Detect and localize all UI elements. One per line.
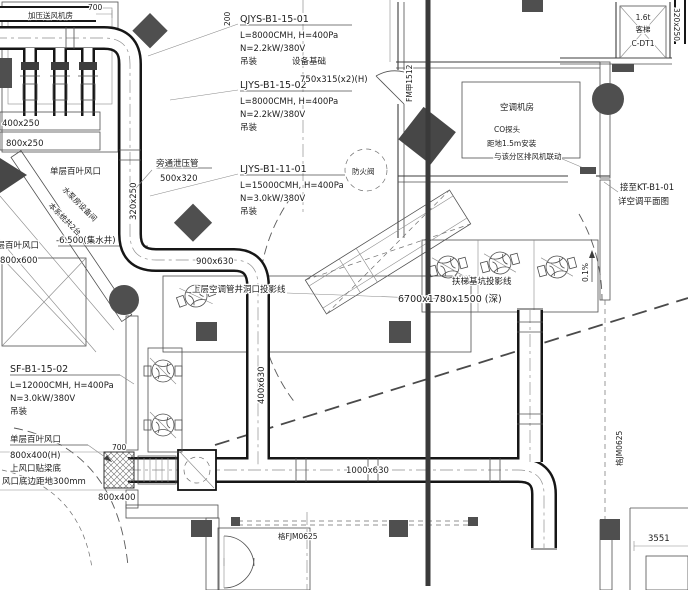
fan-power-ljys1: N=3.0kW/380V bbox=[240, 194, 305, 204]
grille-size-800x400h: 800x400(H) bbox=[10, 451, 61, 461]
co-install-note: 距地1.5m安装 bbox=[487, 138, 537, 148]
fan-symbol bbox=[173, 276, 219, 316]
fan-flow-ljys1: L=15000CMH, H=400Pa bbox=[240, 181, 344, 191]
stair-room bbox=[217, 512, 311, 590]
fan-box bbox=[177, 449, 217, 491]
room-label-fan-room: 加压送风机房 bbox=[28, 10, 73, 20]
co-interlock-note: 与该分区排风机联动 bbox=[494, 151, 562, 161]
co-sensor-device bbox=[580, 167, 596, 174]
duct-size-800x400: 800x400 bbox=[98, 493, 135, 503]
fire-damper-tag: 防火阀 bbox=[352, 166, 375, 176]
elevator-code: C-DT1 bbox=[631, 39, 654, 48]
fan-symbol bbox=[143, 411, 183, 439]
slope-label: 0.1% bbox=[581, 263, 590, 282]
bypass-duct-size: 500x320 bbox=[160, 174, 197, 184]
projection-lines bbox=[214, 195, 688, 446]
fan-tag-ljys2: LJYS-B1-15-02 bbox=[240, 80, 307, 91]
leader-lines bbox=[10, 23, 619, 463]
dim-700-left: 700 bbox=[112, 443, 127, 452]
duct-size-900x630: 900x630 bbox=[196, 257, 233, 267]
shaft-opening-note: 上层空调管井洞口投影线 bbox=[192, 284, 286, 295]
louver-label-a: 单层百叶风口 bbox=[50, 166, 101, 177]
elevator-name: 客梯 bbox=[636, 24, 651, 34]
ductwork bbox=[0, 6, 557, 550]
fan-power-sf: N=3.0kW/380V bbox=[10, 394, 75, 404]
grille-size-800x600: 800x600 bbox=[0, 256, 37, 266]
louver-grille bbox=[103, 451, 135, 489]
fan-symbol bbox=[477, 245, 523, 281]
dim-200-top: 200 bbox=[223, 11, 232, 26]
room-label-ac: 空调机房 bbox=[500, 102, 534, 113]
ac-machine-room-block bbox=[461, 81, 581, 159]
fan-power-ljys2: N=2.2kW/380V bbox=[240, 110, 305, 120]
fan-flow-ljys2: L=8000CMH, H=400Pa bbox=[240, 97, 338, 107]
louver-label-c: 单层百叶风口 bbox=[10, 434, 61, 445]
duct-size-320x250: 320x250 bbox=[129, 183, 139, 220]
silencer bbox=[137, 455, 177, 485]
fan-tag-ljys1: LJYS-B1-11-01 bbox=[240, 164, 307, 175]
fan-tag-sf: SF-B1-15-02 bbox=[10, 364, 68, 375]
fan-tag-qjys: QJYS-B1-15-01 bbox=[240, 14, 309, 25]
fan-mount-sf: 吊装 bbox=[10, 406, 28, 417]
equipment bbox=[103, 245, 580, 491]
dim-3551: 3551 bbox=[648, 534, 670, 544]
fan-flow-qjys: L=8000CMH, H=400Pa bbox=[240, 31, 338, 41]
bottom-right-room bbox=[629, 507, 688, 590]
kt-connect-note-1: 接至KT-B1-01 bbox=[620, 182, 674, 193]
pit-projection-note: 扶梯基坑投影线 bbox=[452, 276, 512, 287]
bypass-duct-name: 旁通泄压管 bbox=[156, 158, 199, 169]
duct-size-1000x630: 1000x630 bbox=[346, 466, 389, 476]
shutter-tag-fjm: 格FJM0625 bbox=[278, 531, 318, 541]
grille-note-top: 上风口贴梁底 bbox=[10, 463, 62, 474]
elevator-shaft bbox=[560, 2, 672, 72]
fan-mount-ljys2: 吊装 bbox=[240, 122, 258, 133]
shutter-tag-jm: 格JM0625 bbox=[614, 431, 624, 466]
fan-mount-qjys: 吊装 bbox=[240, 56, 258, 67]
louver-label-b: 单层百叶风口 bbox=[0, 240, 39, 251]
duct-size-320x250-right: 320x250 bbox=[672, 8, 681, 41]
fire-shutter-line bbox=[231, 517, 478, 526]
sump-level-label: -6.500(集水井) bbox=[56, 235, 116, 246]
dim-700-top: 700 bbox=[88, 3, 103, 12]
structural-columns bbox=[0, 0, 624, 540]
sump-pit bbox=[1, 257, 87, 347]
grille-note-bottom: 风口底边距地300mm bbox=[2, 476, 86, 487]
duct-size-800x250: 800x250 bbox=[6, 139, 43, 149]
fan-flow-sf: L=12000CMH, H=400Pa bbox=[10, 381, 114, 391]
fan-mount-ljys1: 吊装 bbox=[240, 206, 258, 217]
fan-symbol bbox=[534, 249, 580, 285]
duct-size-400x250: 400x250 bbox=[2, 119, 39, 129]
elevator-capacity: 1.6t bbox=[636, 13, 651, 22]
pit-size-label: 6700x1780x1500 (深) bbox=[398, 294, 502, 305]
duct-size-400x630: 400x630 bbox=[257, 367, 267, 404]
escalator bbox=[304, 189, 472, 315]
fan-power-qjys: N=2.2kW/380V bbox=[240, 44, 305, 54]
fire-door-tag: FM甲1512 bbox=[405, 64, 414, 102]
co-sensor-label: CO探头 bbox=[494, 124, 521, 134]
duct-size-750x315: 750x315(x2)(H) bbox=[300, 75, 368, 85]
equipment-base-label: 设备基础 bbox=[292, 56, 326, 67]
kt-connect-note-2: 详空调平面图 bbox=[618, 196, 669, 207]
fan-symbol bbox=[143, 357, 183, 385]
